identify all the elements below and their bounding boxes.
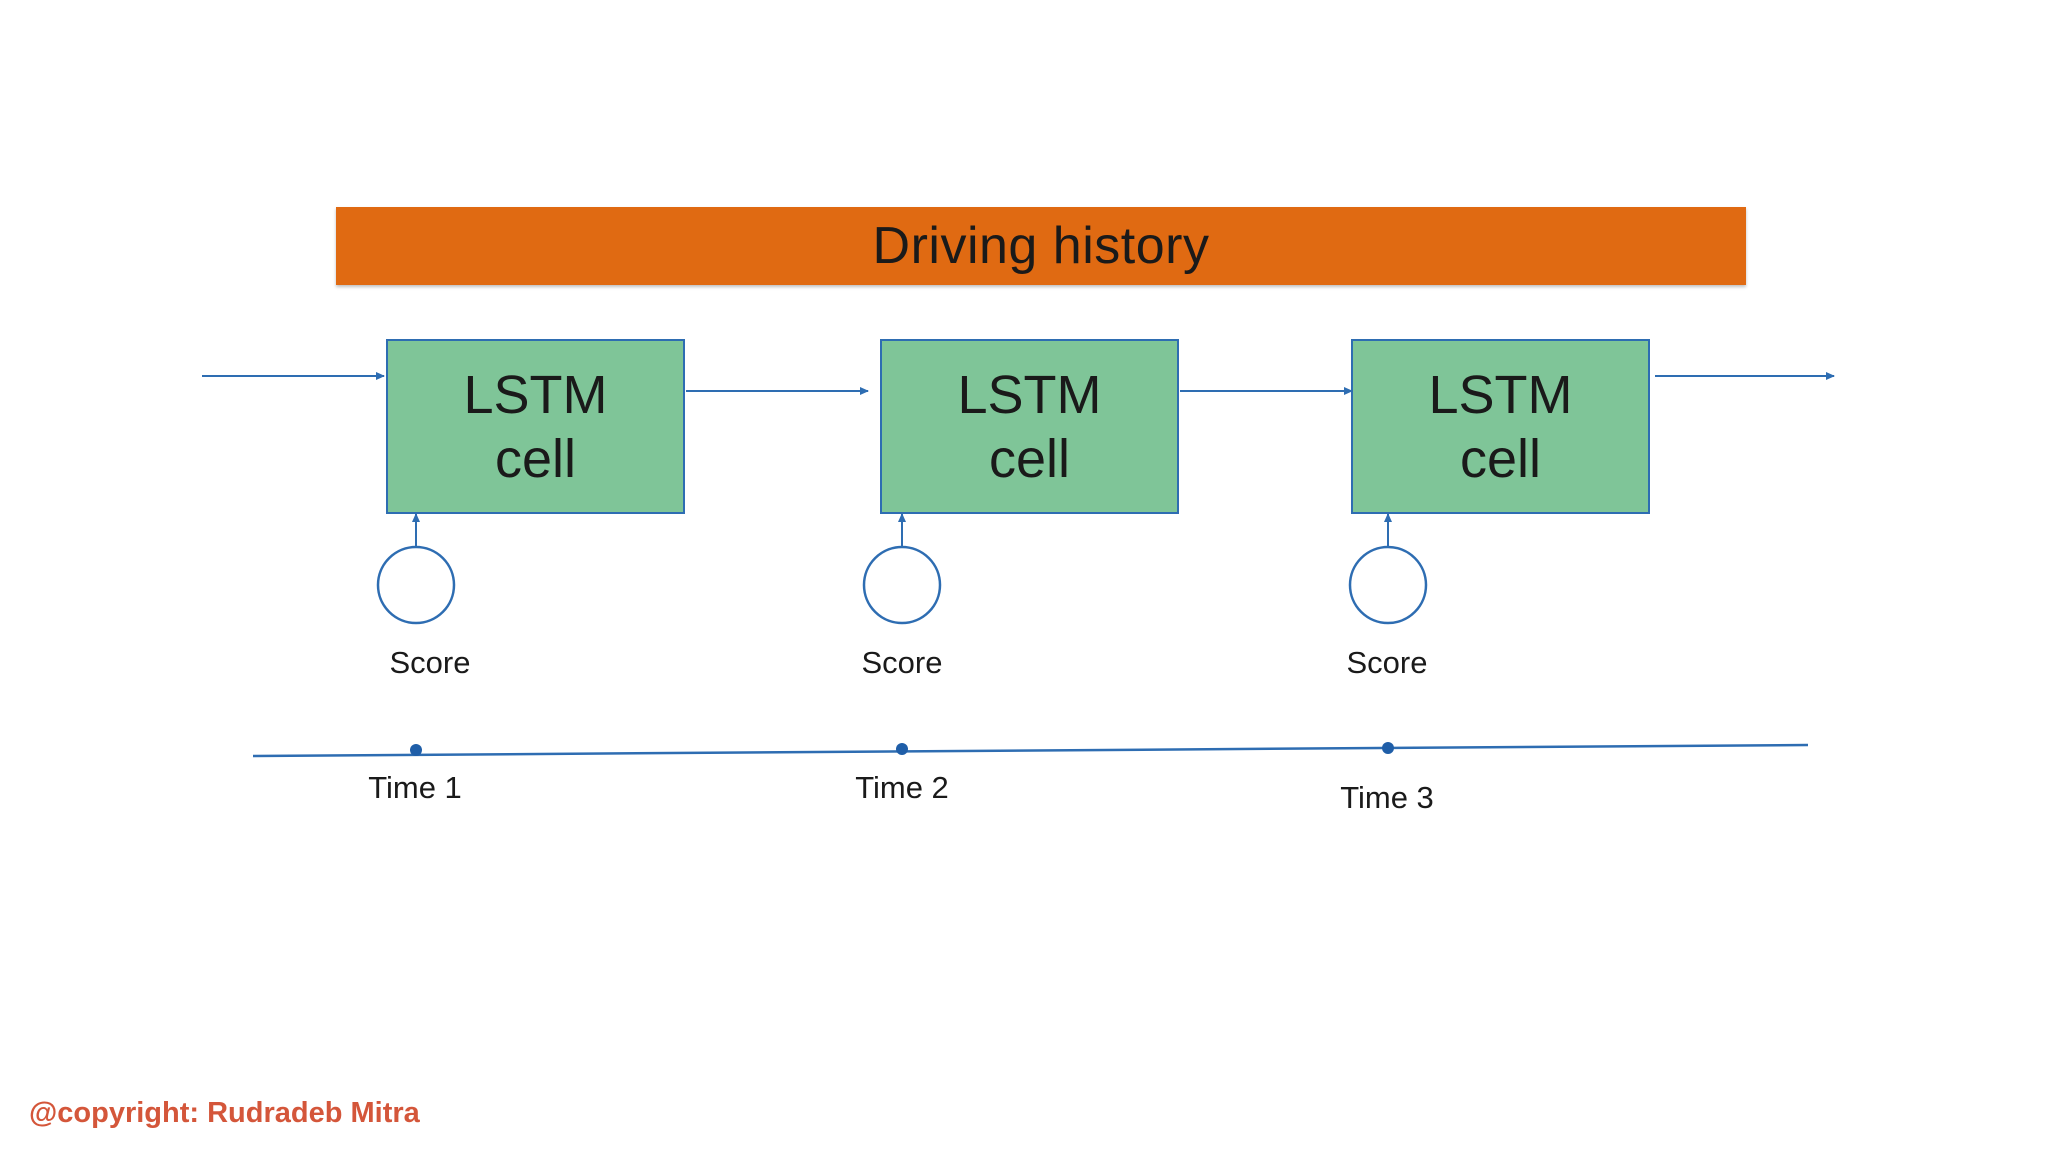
time-label-1: Time 1 xyxy=(368,770,462,805)
score1-node xyxy=(376,545,456,625)
copyright-notice: @copyright: Rudradeb Mitra xyxy=(29,1097,420,1129)
timeline-axis xyxy=(252,743,1809,758)
time-label-2: Time 2 xyxy=(855,770,949,805)
lstm-cell-2: LSTM cell xyxy=(880,339,1179,514)
driving-history-banner: Driving history xyxy=(336,207,1746,285)
score-label-1: Score xyxy=(389,645,471,680)
timeline-tick-2 xyxy=(896,743,908,755)
lstm-cell-label: LSTM cell xyxy=(1428,364,1573,489)
banner-title: Driving history xyxy=(872,217,1210,275)
score3-node xyxy=(1348,545,1428,625)
lstm-cell-label: LSTM cell xyxy=(957,364,1102,489)
score2-node xyxy=(862,545,942,625)
lstm-cell-3: LSTM cell xyxy=(1351,339,1650,514)
score-label-2: Score xyxy=(861,645,943,680)
score-label-3: Score xyxy=(1346,645,1428,680)
time-label-3: Time 3 xyxy=(1340,780,1434,815)
lstm-cell-label: LSTM cell xyxy=(463,364,608,489)
lstm-cell-1: LSTM cell xyxy=(386,339,685,514)
timeline-tick-1 xyxy=(410,744,422,756)
timeline-tick-3 xyxy=(1382,742,1394,754)
